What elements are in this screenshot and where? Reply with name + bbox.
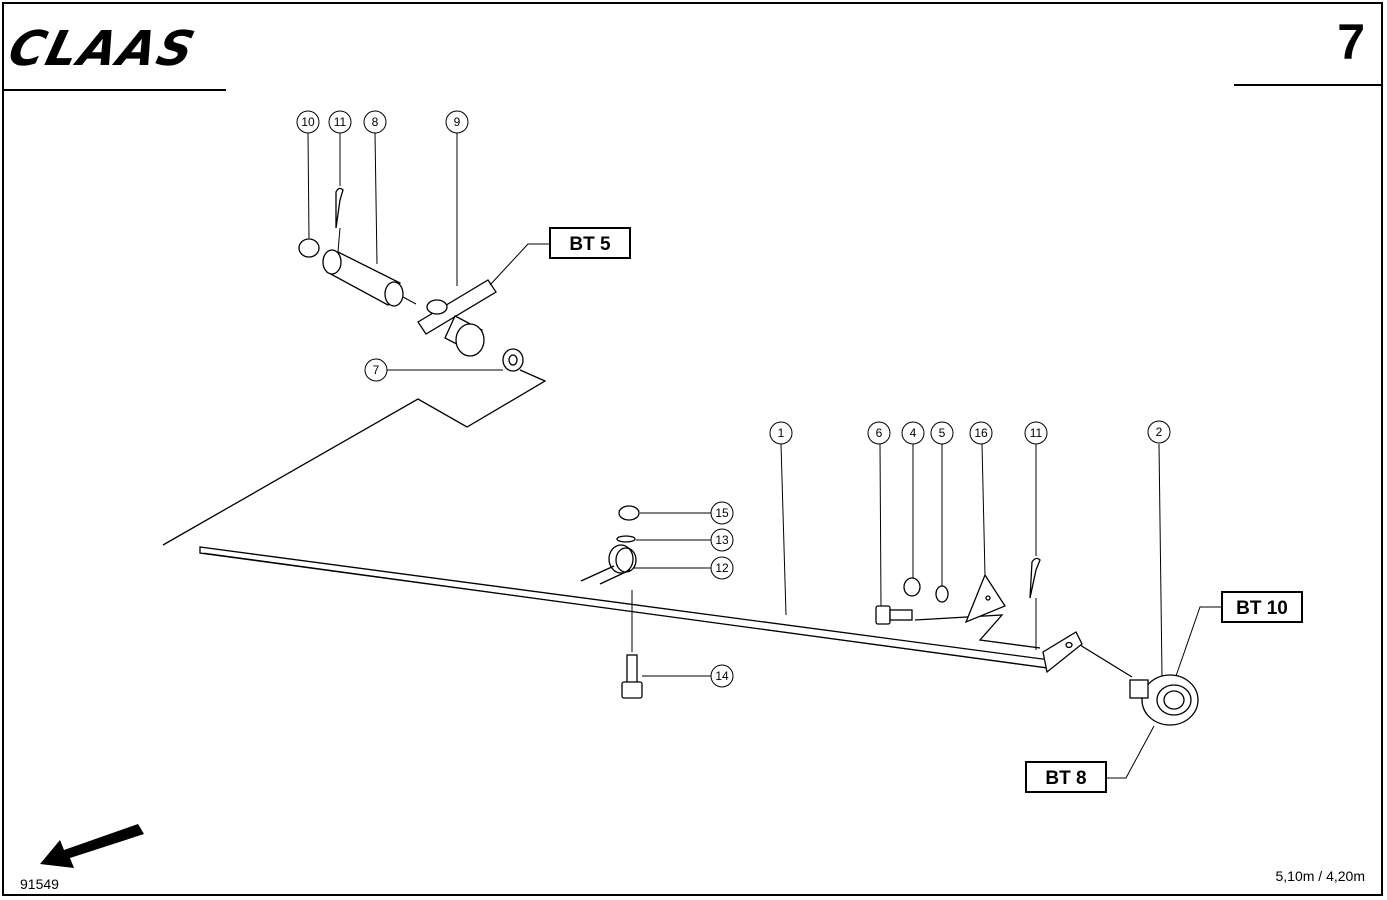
sleeve-8	[322, 249, 404, 307]
callout-9: 9	[454, 115, 461, 129]
callout-14: 14	[715, 669, 729, 683]
clamp-13	[616, 535, 636, 543]
callout-8-marker	[363, 110, 387, 134]
bt8-label: BT 8	[1045, 768, 1086, 789]
callout-16: 16	[974, 426, 988, 440]
callout-10-marker	[296, 110, 320, 134]
callout-11: 11	[334, 115, 347, 129]
logo-underline	[4, 89, 226, 91]
callout-6-marker	[867, 421, 891, 445]
washer-7	[502, 348, 524, 372]
callout-1: 1	[778, 426, 785, 440]
callout-4: 4	[910, 426, 917, 440]
callout-13-marker	[710, 528, 734, 552]
bt10-box	[1221, 591, 1303, 623]
callout-8: 8	[372, 115, 379, 129]
bt8-box	[1025, 761, 1107, 793]
callout-9-marker	[445, 110, 469, 134]
nut-15	[618, 505, 640, 521]
drawing-number: 91549	[20, 876, 59, 892]
washer-5	[935, 585, 949, 603]
callout-15: 15	[715, 506, 729, 520]
bearing-housing-9	[417, 279, 497, 357]
bar-end-plate	[1042, 631, 1083, 674]
ring-10	[298, 238, 320, 258]
bracket-connection	[914, 614, 1041, 649]
callout-15-marker	[710, 501, 734, 525]
callout-7: 7	[373, 363, 380, 377]
callout-12-marker	[710, 556, 734, 580]
callout-5: 5	[939, 426, 946, 440]
callout-2: 2	[1156, 425, 1163, 439]
model-variants: 5,10m / 4,20m	[1275, 868, 1366, 884]
callout-1-marker	[769, 421, 793, 445]
nut-4	[903, 577, 921, 597]
bolt-6	[875, 605, 913, 625]
direction-arrow-icon	[40, 824, 144, 868]
roller-bearing	[1129, 674, 1199, 726]
callout-16-marker	[969, 421, 993, 445]
callout-10: 10	[301, 115, 315, 129]
callout-12: 12	[715, 561, 729, 575]
bolt-14	[621, 654, 643, 699]
callout-2-marker	[1147, 420, 1171, 444]
spring-tine	[580, 544, 637, 585]
page-number: 7	[1337, 14, 1365, 70]
callout-14-marker	[710, 664, 734, 688]
callout-7-marker	[364, 358, 388, 382]
callout-11-marker	[328, 110, 352, 134]
callout-5-marker	[930, 421, 954, 445]
bt5-box	[549, 227, 631, 259]
callout-11-right: 11	[1030, 426, 1043, 440]
callout-13: 13	[715, 533, 729, 547]
bt5-label: BT 5	[569, 234, 611, 255]
callout-11b-marker	[1024, 421, 1048, 445]
split-pin-right	[1029, 557, 1041, 599]
page-number-underline	[1234, 84, 1382, 86]
split-pin-left	[335, 187, 344, 229]
axle-connection	[1079, 644, 1133, 678]
bt10-label: BT 10	[1236, 598, 1288, 619]
callout-4-marker	[901, 421, 925, 445]
assembly-connection-line	[162, 369, 547, 546]
callout-6: 6	[876, 426, 883, 440]
